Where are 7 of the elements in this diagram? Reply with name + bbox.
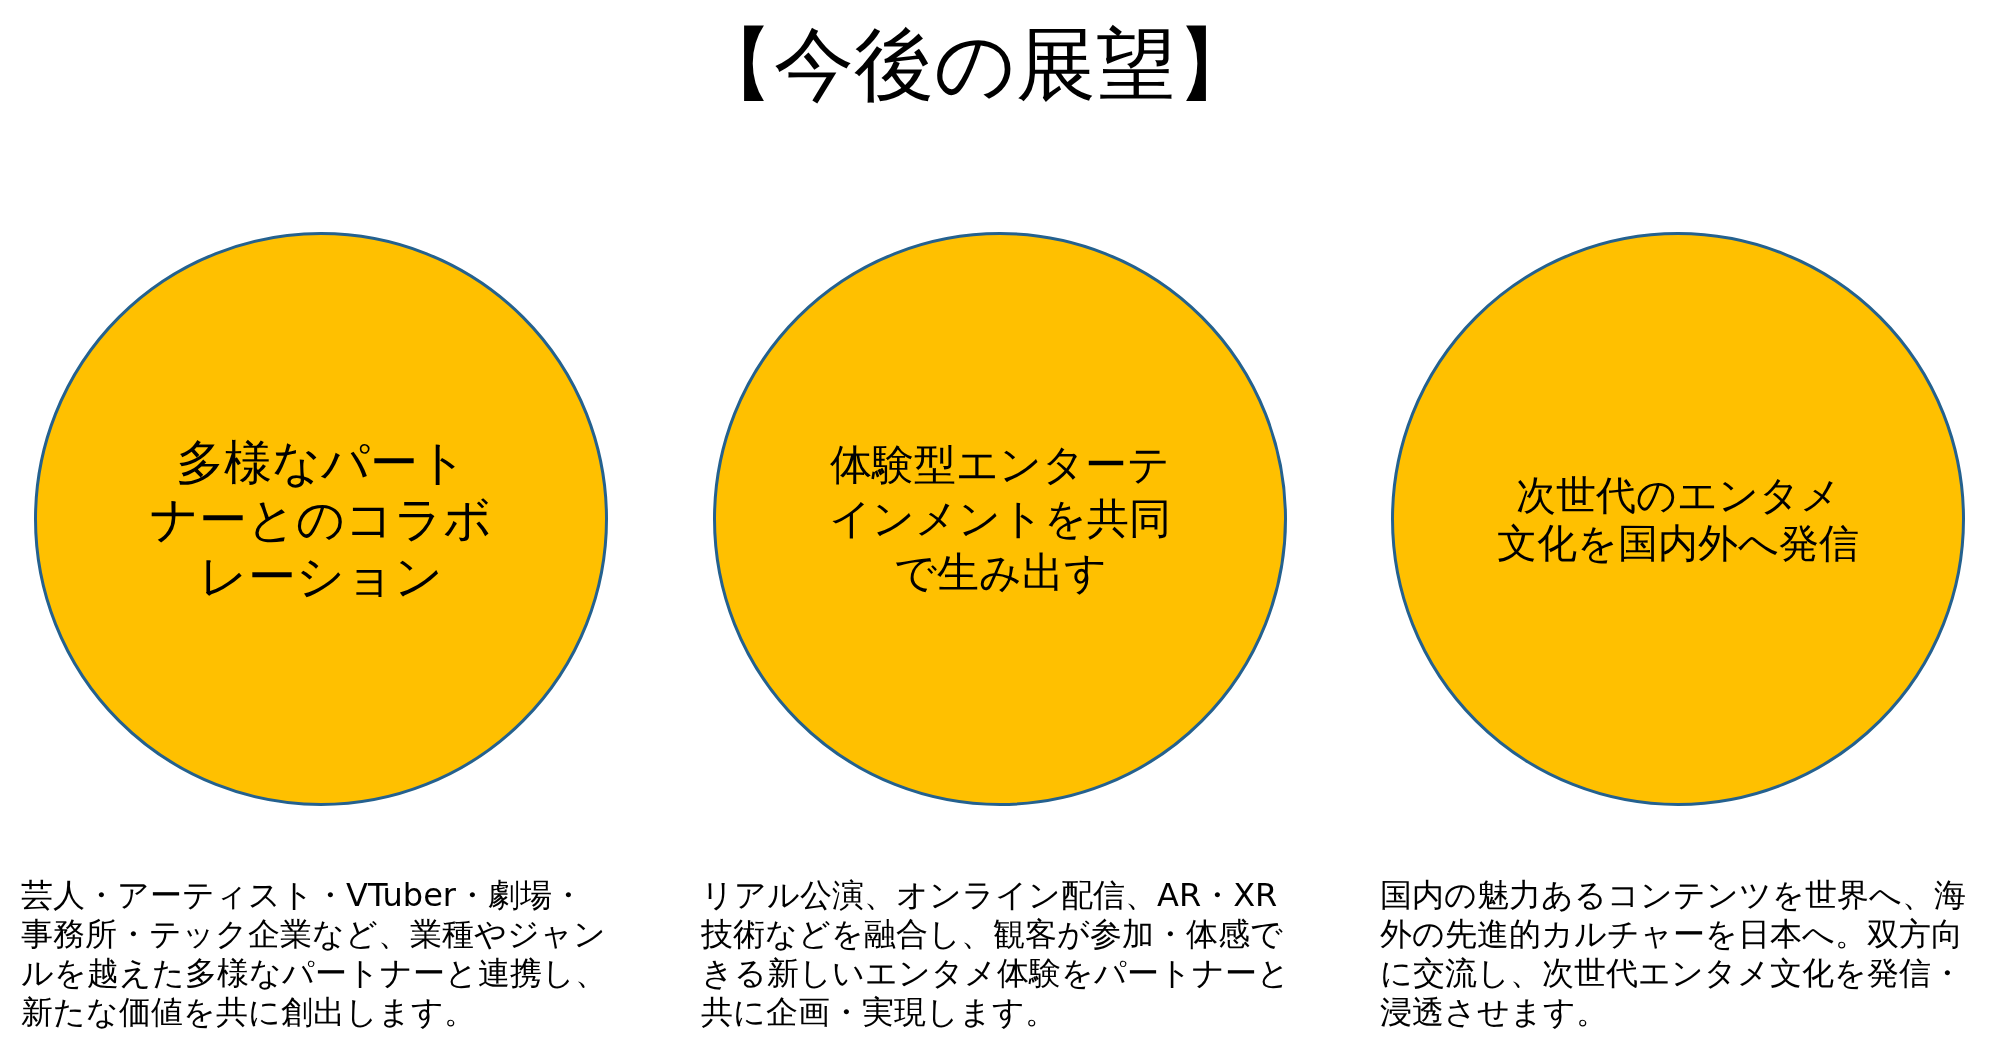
title: 【今後の展望】 <box>694 25 1256 105</box>
circle-label: 体験型エンターテインメントを共同で生み出す <box>829 439 1171 599</box>
description: リアル公演、オンライン配信、AR・XR技術などを融合し、観客が参加・体感できる新しいエンタメ体験をパートナーと共に企画・実現します。 <box>701 876 1291 1032</box>
description: 芸人・アーティスト・VTuber・劇場・事務所・テック企業など、業種やジャンルを越えた多様なパートナーと連携し、新たな価値を共に創出します。 <box>21 876 608 1032</box>
circle-label: 多様なパートナーとのコラボレーション <box>150 433 492 605</box>
circle-label: 次世代のエンタメ文化を国内外へ発信 <box>1497 471 1859 567</box>
description: 国内の魅力あるコンテンツを世界へ、海外の先進的カルチャーを日本へ。双方向に交流し、次世代エンタメ文化を発信・浸透させます。 <box>1380 876 1967 1032</box>
